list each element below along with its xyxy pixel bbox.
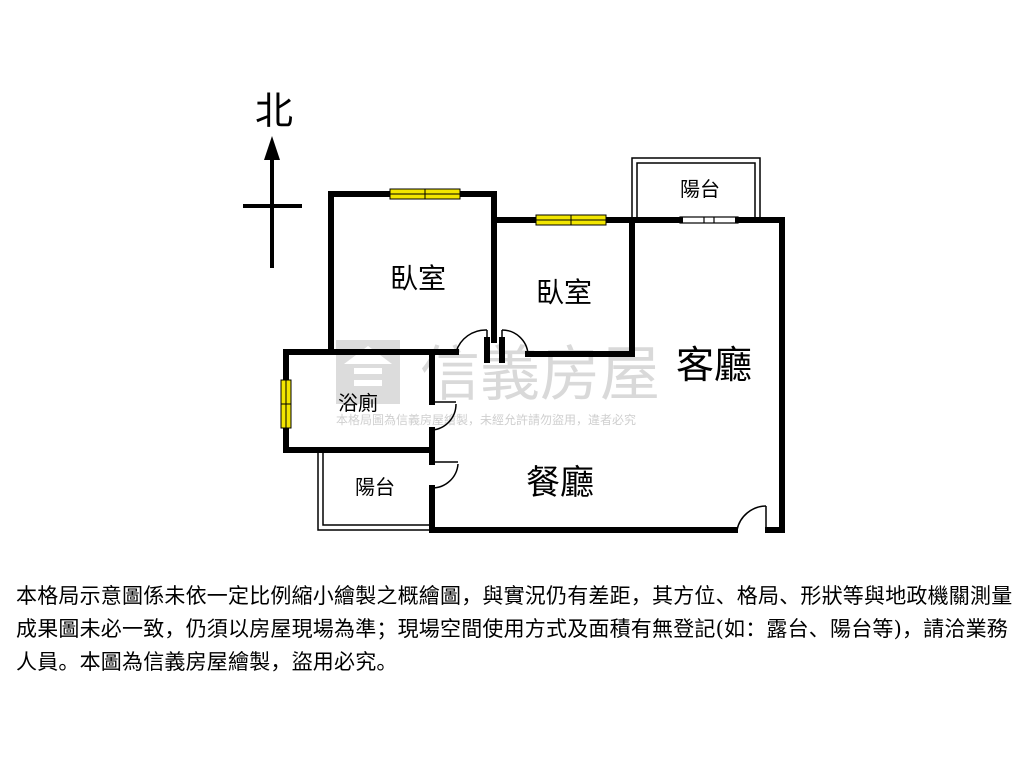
door-bedroom-right: [501, 329, 529, 360]
floor-plan: 北 信義房屋 本格局圖為信義房屋繪製，未經允許請勿盜用，違者必究: [243, 89, 785, 533]
compass: 北: [243, 89, 302, 268]
window-bedroom-left: [389, 188, 461, 200]
door-entrance: [736, 505, 767, 531]
disclaimer-text: 本格局示意圖係未依一定比例縮小繪製之概繪圖，與實況仍有差距，其方位、格局、形狀等…: [16, 584, 1013, 674]
label-balcony-bottom: 陽台: [355, 475, 395, 499]
north-label: 北: [255, 89, 293, 133]
balcony-bottom-outline: [317, 450, 432, 531]
balcony-top-outline: [631, 157, 761, 220]
sliding-door-balcony: [679, 216, 739, 224]
watermark-notice: 本格局圖為信義房屋繪製，未經允許請勿盜用，違者必究: [336, 412, 636, 427]
door-bathroom: [431, 401, 457, 431]
window-bathroom: [280, 379, 292, 429]
label-dining-room: 餐廳: [526, 463, 594, 503]
room-labels: 臥室 臥室 客廳 餐廳 浴廁 陽台 陽台: [338, 177, 752, 503]
windows: [280, 188, 607, 429]
walls: [283, 191, 785, 533]
north-arrow-icon: [264, 136, 280, 160]
door-bedroom-left: [455, 329, 488, 360]
label-bedroom-right: 臥室: [536, 276, 592, 309]
label-living-room: 客廳: [676, 343, 752, 387]
window-bedroom-right: [535, 214, 607, 226]
label-bathroom: 浴廁: [338, 391, 378, 415]
label-balcony-top: 陽台: [680, 177, 720, 201]
door-balcony-bottom: [431, 461, 459, 489]
label-bedroom-left: 臥室: [390, 262, 446, 295]
door-swings: [431, 329, 767, 531]
